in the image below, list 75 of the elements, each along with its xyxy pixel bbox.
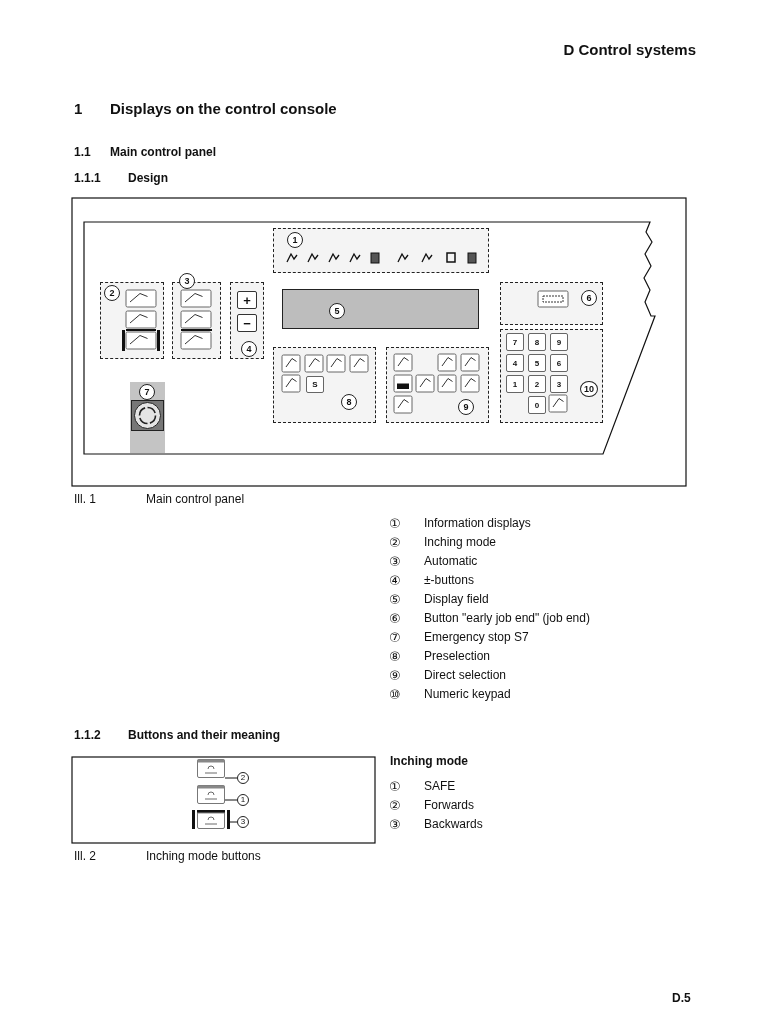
display-field — [282, 289, 479, 329]
section-number: 1.1 — [74, 145, 91, 159]
callout-number: 9 — [458, 399, 474, 415]
figure-number: Ill. 1 — [74, 492, 96, 506]
legend-text: Backwards — [424, 817, 483, 831]
callout-number: ④ — [389, 574, 401, 588]
legend-text: Button "early job end" (job end) — [424, 611, 590, 625]
section-heading: Displays on the control console — [110, 100, 337, 118]
keypad-key: 8 — [528, 333, 546, 351]
leader-line — [229, 821, 238, 823]
keypad-key: 6 — [550, 354, 568, 372]
legend-text: Forwards — [424, 798, 474, 812]
page-header: D Control systems — [563, 41, 696, 59]
callout-number: ⑤ — [389, 593, 401, 607]
legend-text: ±-buttons — [424, 573, 474, 587]
callout-number: 4 — [241, 341, 257, 357]
keypad-group — [500, 329, 603, 423]
callout-number: ⑦ — [389, 631, 401, 645]
page-number: D.5 — [672, 991, 691, 1005]
section-number: 1.1.1 — [74, 171, 101, 185]
callout-number: 6 — [581, 290, 597, 306]
legend-text: Display field — [424, 592, 489, 606]
keypad-key: 9 — [550, 333, 568, 351]
mode-button — [197, 785, 225, 804]
callout-number: ③ — [389, 818, 401, 832]
keypad-key: 3 — [550, 375, 568, 393]
mode-button — [192, 810, 230, 829]
callout-number: ① — [389, 780, 401, 794]
callout-number: 3 — [179, 273, 195, 289]
callout-number: 8 — [341, 394, 357, 410]
section-heading: Design — [128, 171, 168, 185]
indicator-group — [273, 228, 489, 273]
callout-number: 5 — [329, 303, 345, 319]
callout-number: ③ — [389, 555, 401, 569]
keypad-key: − — [237, 314, 257, 332]
legend-text: Automatic — [424, 554, 478, 568]
callout-number: ⑥ — [389, 612, 401, 626]
figure-caption: Inching mode buttons — [146, 849, 261, 863]
keypad-key: 0 — [528, 396, 546, 414]
section-number: 1.1.2 — [74, 728, 101, 742]
legend-text: Direct selection — [424, 668, 507, 682]
keypad-key: 2 — [528, 375, 546, 393]
keypad-key: + — [237, 291, 257, 309]
legend-text: Information displays — [424, 516, 531, 530]
keypad-key: 7 — [506, 333, 524, 351]
callout-number: 1 — [287, 232, 303, 248]
legend-text: SAFE — [424, 779, 456, 793]
leader-line — [224, 799, 238, 801]
callout-number: 7 — [139, 384, 155, 400]
mode-button — [197, 759, 225, 778]
legend-text: Emergency stop S7 — [424, 630, 529, 644]
list-heading: Inching mode — [390, 754, 468, 768]
figure-caption: Main control panel — [146, 492, 245, 506]
legend-text: Numeric keypad — [424, 687, 511, 701]
callout-number: ⑩ — [389, 688, 401, 702]
figure-number: Ill. 2 — [74, 849, 96, 863]
legend-text: Inching mode — [424, 535, 497, 549]
keypad-key: 1 — [506, 375, 524, 393]
leader-line — [224, 777, 238, 779]
section-number: 1 — [74, 100, 83, 118]
button-group — [230, 282, 264, 359]
section-heading: Main control panel — [110, 145, 216, 159]
callout-number: ② — [389, 536, 401, 550]
keypad-key: 4 — [506, 354, 524, 372]
keypad-key: 5 — [528, 354, 546, 372]
callout-number: 10 — [580, 381, 598, 397]
legend-text: Preselection — [424, 649, 491, 663]
keypad-key: S — [306, 376, 324, 393]
callout-number: ⑧ — [389, 650, 401, 664]
section-heading: Buttons and their meaning — [128, 728, 280, 742]
callout-number: ① — [389, 517, 401, 531]
callout-number: 2 — [104, 285, 120, 301]
emergency-stop-panel — [130, 382, 165, 453]
callout-number: ② — [389, 799, 401, 813]
callout-number: ⑨ — [389, 669, 401, 683]
